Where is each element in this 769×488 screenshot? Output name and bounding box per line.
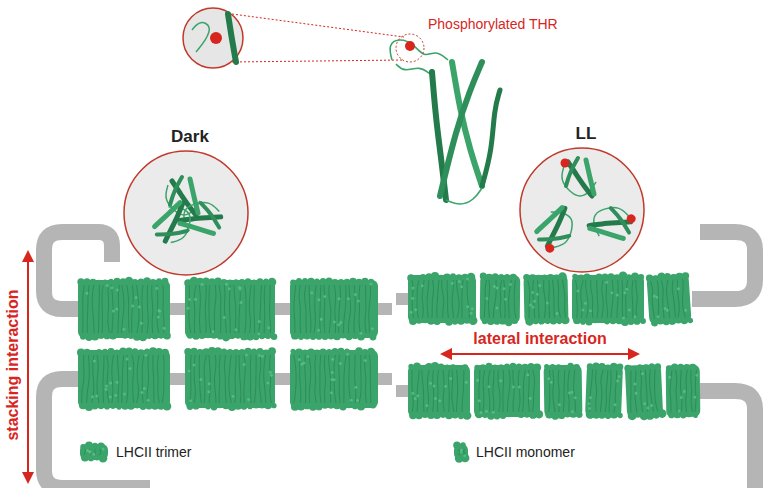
lhcii-monomer <box>544 363 583 420</box>
legend-item: LHCII trimer <box>78 440 191 464</box>
lhcii-trimer <box>77 347 171 411</box>
pigment-circle: LL <box>519 121 653 273</box>
legend-item: LHCII monomer <box>452 440 575 464</box>
lhcii-trimer <box>572 272 646 327</box>
legend-text: LHCII trimer <box>116 444 191 460</box>
condition-heading: Dark <box>123 124 257 150</box>
lhcii-monomer <box>453 441 469 462</box>
lhcii-monomer <box>523 272 570 326</box>
lhcii-monomer <box>585 362 625 420</box>
lhcii-trimer <box>474 363 543 420</box>
pigment-circle: Dark <box>123 124 257 276</box>
label-holder: lateral interaction <box>473 330 606 348</box>
lhcii-monomer <box>479 273 520 327</box>
protein-subunit <box>587 198 638 248</box>
arrow-head <box>22 250 34 262</box>
lhcii-monomer-structure <box>390 34 500 204</box>
thylakoid-membrane <box>700 391 755 488</box>
zoom-line <box>232 14 404 62</box>
lhcii-trimer <box>408 362 471 420</box>
protein-subunit <box>561 158 597 196</box>
thylakoid-membrane <box>396 299 408 391</box>
lhcii-trimer <box>184 277 277 342</box>
label-holder: stacking interaction <box>4 289 22 440</box>
lateral-arrow <box>452 353 628 355</box>
axis-label: lateral interaction <box>473 330 606 348</box>
zoom-inset <box>183 8 243 68</box>
lhcii-trimer <box>407 272 477 326</box>
annotation-label: Phosphorylated THR <box>428 16 558 32</box>
lhcii-monomer <box>666 363 701 419</box>
condition-heading: LL <box>519 121 653 147</box>
circle-outline <box>123 150 249 276</box>
lhcii-monomer <box>624 363 667 421</box>
arrow-head <box>628 348 640 360</box>
stacking-arrow <box>27 262 29 472</box>
arrow-head <box>22 472 34 484</box>
protein-subunit <box>530 205 581 255</box>
lhcii-trimer <box>290 277 378 340</box>
lhcii-trimer <box>290 347 378 411</box>
lhcii-trimer <box>80 442 108 463</box>
legend-swatch <box>452 440 470 464</box>
lhcii-monomer <box>646 271 694 327</box>
legend-swatch <box>78 440 110 464</box>
lhcii-trimer <box>184 347 276 411</box>
protein-subunit <box>148 200 198 248</box>
label-holder: Phosphorylated THR <box>428 16 558 32</box>
thylakoid-membrane <box>692 232 755 299</box>
arrow-head <box>440 348 452 360</box>
legend-text: LHCII monomer <box>476 444 575 460</box>
axis-label: stacking interaction <box>4 289 22 440</box>
lhcii-trimer <box>77 277 170 341</box>
circle-outline <box>519 147 645 273</box>
